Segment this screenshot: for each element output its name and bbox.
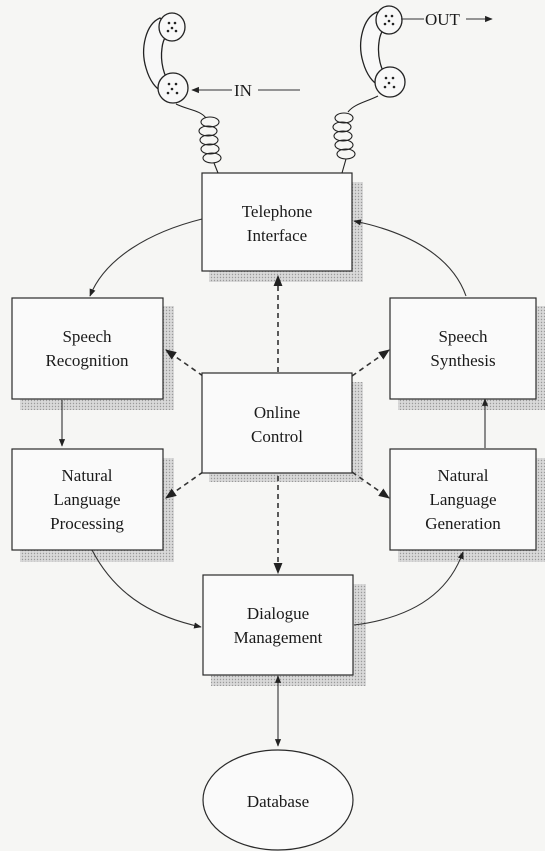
out-indicator: OUT — [401, 10, 493, 29]
telephone-out-icon — [332, 5, 406, 174]
speech-synthesis-line2: Synthesis — [430, 351, 495, 370]
in-label: IN — [234, 81, 252, 100]
dialogue-management-line2: Management — [234, 628, 323, 647]
speech-recognition-box: Speech Recognition — [11, 297, 164, 400]
natural-language-generation-box: Natural Language Generation — [389, 448, 537, 551]
nlp-line2: Language — [53, 490, 120, 509]
control-arrows — [165, 274, 390, 575]
arrow-ss-to-ti — [353, 219, 467, 297]
control-arrow-nlg — [351, 471, 390, 499]
database-label: Database — [247, 792, 309, 811]
telephone-interface-box: Telephone Interface — [201, 172, 353, 272]
nlg-line2: Language — [429, 490, 496, 509]
telephone-interface-line1: Telephone — [242, 202, 313, 221]
online-control-line2: Control — [251, 427, 303, 446]
speech-recognition-line1: Speech — [62, 327, 112, 346]
arrow-dm-to-nlg — [353, 551, 464, 626]
nlg-line3: Generation — [425, 514, 501, 533]
telephone-interface-line2: Interface — [247, 226, 307, 245]
control-arrow-nlp — [165, 471, 204, 499]
arrow-ti-to-sr — [89, 218, 203, 297]
in-indicator: IN — [191, 81, 300, 100]
out-label: OUT — [425, 10, 461, 29]
flow-arrows — [58, 218, 489, 629]
control-arrow-ss — [351, 349, 390, 377]
telephone-in-icon — [143, 12, 222, 174]
control-arrow-sr — [165, 349, 204, 377]
dialogue-management-line1: Dialogue — [247, 604, 309, 623]
nlg-line1: Natural — [438, 466, 489, 485]
arrow-nlp-to-dm — [91, 549, 202, 629]
natural-language-processing-box: Natural Language Processing — [11, 448, 164, 551]
speech-recognition-line2: Recognition — [45, 351, 129, 370]
online-control-box: Online Control — [201, 372, 353, 474]
dialogue-management-box: Dialogue Management — [202, 574, 354, 676]
nlp-line1: Natural — [62, 466, 113, 485]
speech-synthesis-box: Speech Synthesis — [389, 297, 537, 400]
online-control-line1: Online — [254, 403, 300, 422]
nlp-line3: Processing — [50, 514, 124, 533]
speech-synthesis-line1: Speech — [438, 327, 488, 346]
database-ellipse: Database — [202, 749, 354, 851]
